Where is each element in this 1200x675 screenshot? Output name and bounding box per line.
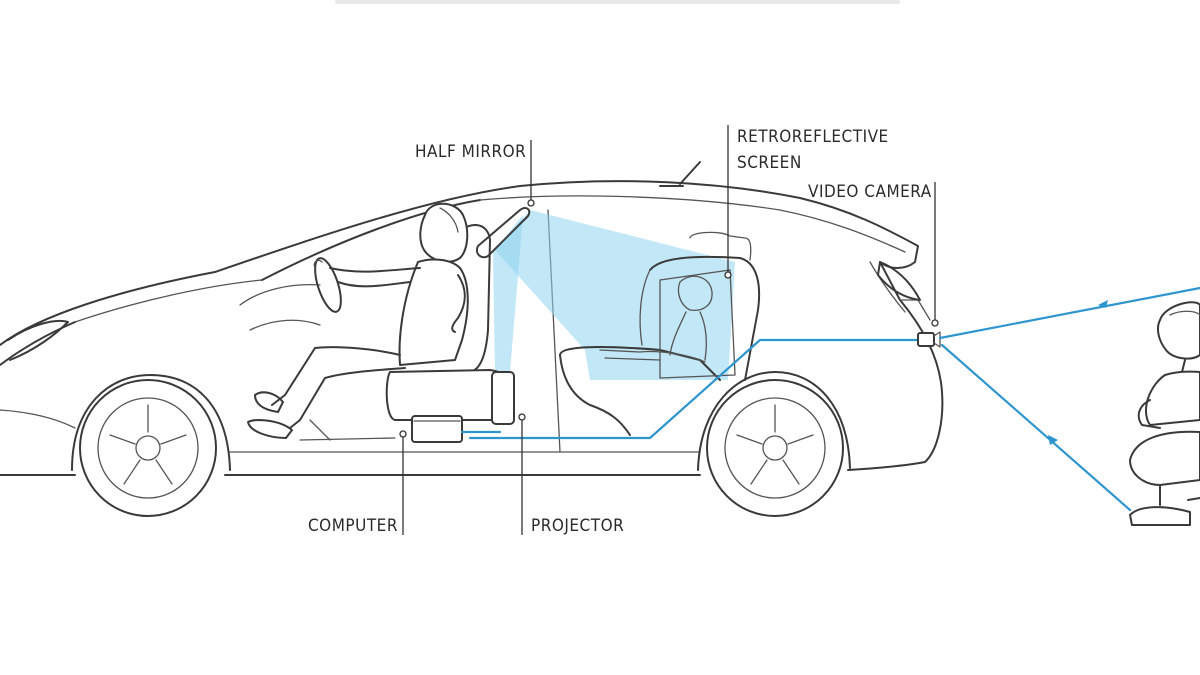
retroreflective-screen [599,269,736,379]
video-camera [917,331,941,348]
projection-beams [493,210,735,380]
camera-sight-lines [938,286,1200,512]
label-video-camera: VIDEO CAMERA [808,182,932,202]
sight-arrow-lower [1048,435,1058,445]
projector-box [491,371,515,425]
label-retroreflective-line1: RETROREFLECTIVE [737,127,889,147]
front-wheel [79,379,217,517]
half-mirror [476,206,531,259]
top-bar [335,0,900,4]
signal-cables [460,338,922,440]
sight-arrow-upper [1098,300,1108,308]
leader-lines [399,125,939,535]
label-half-mirror: HALF MIRROR [415,142,526,162]
projected-person [599,275,713,363]
remote-person [1129,301,1200,526]
label-computer: COMPUTER [308,516,398,536]
driver-figure [247,202,469,439]
label-retroreflective-line2: SCREEN [737,153,802,173]
computer [411,415,463,443]
rear-wheel [706,379,844,517]
driver-seat [299,224,515,441]
label-projector: PROJECTOR [531,516,624,536]
